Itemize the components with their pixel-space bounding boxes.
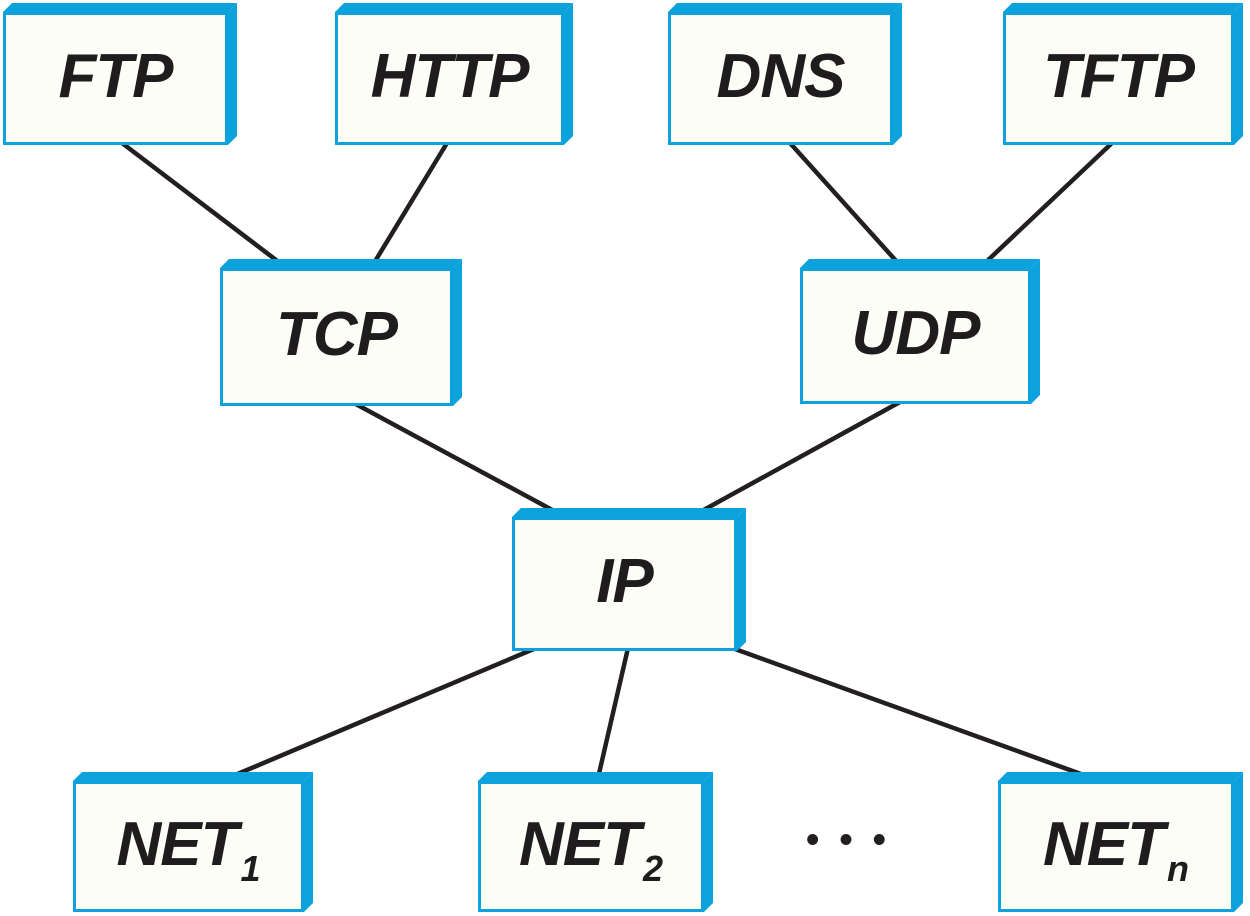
edge-tcp-ip [350, 400, 558, 514]
node-ip: IP [512, 508, 746, 651]
node-label: TFTP [1043, 41, 1195, 111]
box-right-face [704, 772, 713, 912]
box-top-face [512, 508, 746, 517]
box-right-face [1234, 3, 1243, 145]
box-top-face [478, 772, 713, 781]
edge-ip-net2 [595, 647, 631, 779]
edge-tftp-udp [983, 141, 1114, 265]
edge-ip-net1 [227, 645, 537, 781]
box-top-face [3, 3, 237, 12]
box-right-face [1031, 259, 1040, 404]
box-front-face: UDP [800, 268, 1031, 404]
box-front-face: HTTP [335, 12, 564, 145]
box-right-face [453, 259, 462, 406]
node-label: NET [116, 809, 238, 879]
box-top-face [220, 259, 462, 268]
node-tcp: TCP [220, 259, 462, 406]
edge-http-tcp [372, 141, 449, 265]
edge-ip-netn [734, 646, 1093, 781]
box-top-face [335, 3, 573, 12]
box-top-face [73, 772, 313, 781]
node-label: NET [1043, 809, 1165, 879]
box-front-face: DNS [668, 12, 893, 145]
node-label: HTTP [370, 41, 530, 111]
box-front-face: FTP [3, 12, 228, 145]
node-label: TCP [276, 300, 398, 369]
edge-dns-udp [788, 141, 900, 265]
node-label: UDP [851, 299, 981, 368]
node-ftp: FTP [3, 3, 237, 145]
net-ellipsis: ••• [796, 808, 896, 872]
node-label-subscript: n [1167, 847, 1189, 889]
box-top-face [998, 772, 1243, 781]
box-right-face [893, 3, 902, 145]
box-right-face [228, 3, 237, 145]
node-label: FTP [58, 41, 173, 111]
node-label-subscript: 2 [642, 847, 664, 889]
edge-udp-ip [698, 400, 902, 514]
box-top-face [668, 3, 902, 12]
node-dns: DNS [668, 3, 902, 145]
box-front-face: IP [512, 517, 737, 651]
box-right-face [1234, 772, 1243, 912]
box-right-face [304, 772, 313, 912]
node-label: IP [596, 547, 654, 616]
box-right-face [737, 508, 746, 651]
box-right-face [564, 3, 573, 145]
box-top-face [1003, 3, 1243, 12]
box-front-face: TFTP [1003, 12, 1234, 145]
ellipsis-dots: ••• [806, 819, 906, 861]
node-label: DNS [716, 41, 846, 111]
box-front-face: TCP [220, 268, 453, 406]
box-top-face [800, 259, 1040, 268]
node-http: HTTP [335, 3, 573, 145]
node-label: NET [518, 809, 641, 879]
node-label-subscript: 1 [240, 847, 261, 889]
node-tftp: TFTP [1003, 3, 1243, 145]
edge-ftp-tcp [120, 141, 282, 265]
node-udp: UDP [800, 259, 1040, 404]
